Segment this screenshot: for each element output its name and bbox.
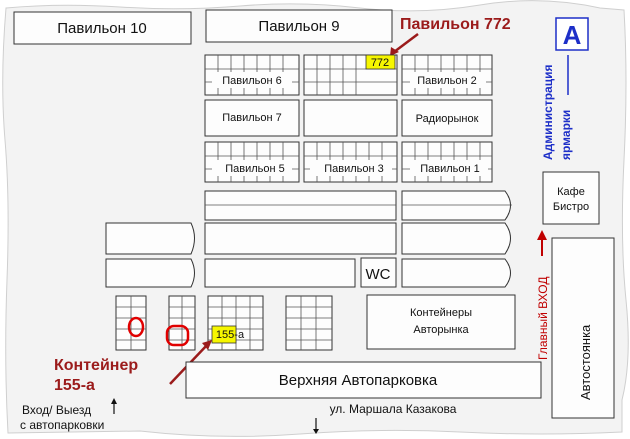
cafe-label-2: Бистро (553, 201, 589, 213)
main-entrance-label: Главный ВХОД (536, 277, 550, 360)
pavilion-10[interactable]: Павильон 10 (13, 11, 192, 45)
pavilion-772-arrowhead (390, 47, 399, 56)
containers-label-1: Контейнеры (410, 307, 472, 319)
containers-label-2: Авторынка (413, 324, 469, 336)
exit-arrowhead (111, 398, 117, 404)
wc[interactable]: WC (360, 257, 397, 288)
marker-circle-2 (165, 324, 190, 347)
pavilion-772-box: 772 (371, 57, 389, 69)
long-building-right-top[interactable] (401, 190, 512, 221)
upper-parking-label: Верхняя Автопарковка (279, 372, 438, 389)
pavilion-772-arrow (393, 33, 419, 53)
pavilion-5-label: Павильон 5 (225, 163, 285, 175)
pavilion-772-label: Павильон 772 (400, 16, 511, 33)
exit-label-2: с автопарковки (20, 418, 104, 432)
pavilion-blank[interactable] (303, 99, 398, 137)
street-arrowhead (313, 429, 319, 434)
pavilion-2-label: Павильон 2 (417, 75, 477, 87)
svg-text:Администрация: Администрация (541, 65, 555, 160)
container-block-3[interactable]: 155-а (207, 295, 264, 351)
admin-label: Администрация ярмарки (541, 65, 573, 160)
wc-label: WC (366, 266, 391, 283)
svg-text:ярмарки: ярмарки (559, 110, 573, 160)
long-building-left-low[interactable] (204, 258, 356, 288)
pavilion-7-label: Павильон 7 (222, 112, 282, 124)
pavilion-6[interactable]: Павильон 6 (204, 54, 300, 96)
pavilion-772[interactable]: 772 (303, 54, 398, 96)
cafe-bistro[interactable]: Кафе Бистро (542, 171, 600, 225)
long-building-right-low[interactable] (401, 258, 511, 288)
radio-market-label: Радиорынок (416, 113, 479, 125)
street-label: ул. Маршала Казакова (330, 402, 457, 416)
long-building-left-mid[interactable] (204, 222, 397, 255)
main-entrance-arrowhead (537, 230, 547, 240)
pavilion-3[interactable]: Павильон 3 (303, 141, 398, 183)
marker-circle-1 (127, 316, 145, 338)
autostoyanka[interactable]: Автостоянка (551, 237, 615, 419)
svg-text:Главный ВХОД: Главный ВХОД (536, 277, 550, 360)
pavilion-10-label: Павильон 10 (57, 20, 147, 37)
pavilion-2[interactable]: Павильон 2 (401, 54, 493, 96)
pavilion-1-label: Павильон 1 (420, 163, 480, 175)
pavilion-1[interactable]: Павильон 1 (401, 141, 493, 183)
exit-label-1: Вход/ Выезд (22, 403, 91, 417)
upper-parking[interactable]: Верхняя Автопарковка (185, 361, 542, 399)
pavilion-5[interactable]: Павильон 5 (204, 141, 300, 183)
small-building-left-1[interactable] (105, 222, 195, 255)
pavilion-9[interactable]: Павильон 9 (205, 9, 393, 43)
small-building-left-2[interactable] (105, 258, 195, 288)
autostoyanka-label: Автостоянка (578, 324, 593, 400)
container-155a-label-1: Контейнер (54, 357, 138, 374)
cafe-label-1: Кафе (557, 186, 585, 198)
long-building-left-top[interactable] (204, 190, 397, 221)
containers-automarket[interactable]: Контейнеры Авторынка (366, 294, 516, 350)
container-155a-box: 155-а (216, 329, 245, 341)
pavilion-6-label: Павильон 6 (222, 75, 282, 87)
svg-text:A: A (563, 20, 582, 50)
long-building-right-mid[interactable] (401, 222, 511, 255)
container-155a-label-2: 155-а (54, 377, 95, 394)
pavilion-3-label: Павильон 3 (324, 163, 384, 175)
radio-market[interactable]: Радиорынок (401, 99, 493, 137)
container-block-4[interactable] (285, 295, 333, 351)
container-155a-arrowhead (202, 340, 212, 350)
admin-badge: A (555, 17, 589, 51)
pavilion-9-label: Павильон 9 (258, 18, 339, 35)
pavilion-7[interactable]: Павильон 7 (204, 99, 300, 137)
container-block-2[interactable] (168, 295, 196, 351)
